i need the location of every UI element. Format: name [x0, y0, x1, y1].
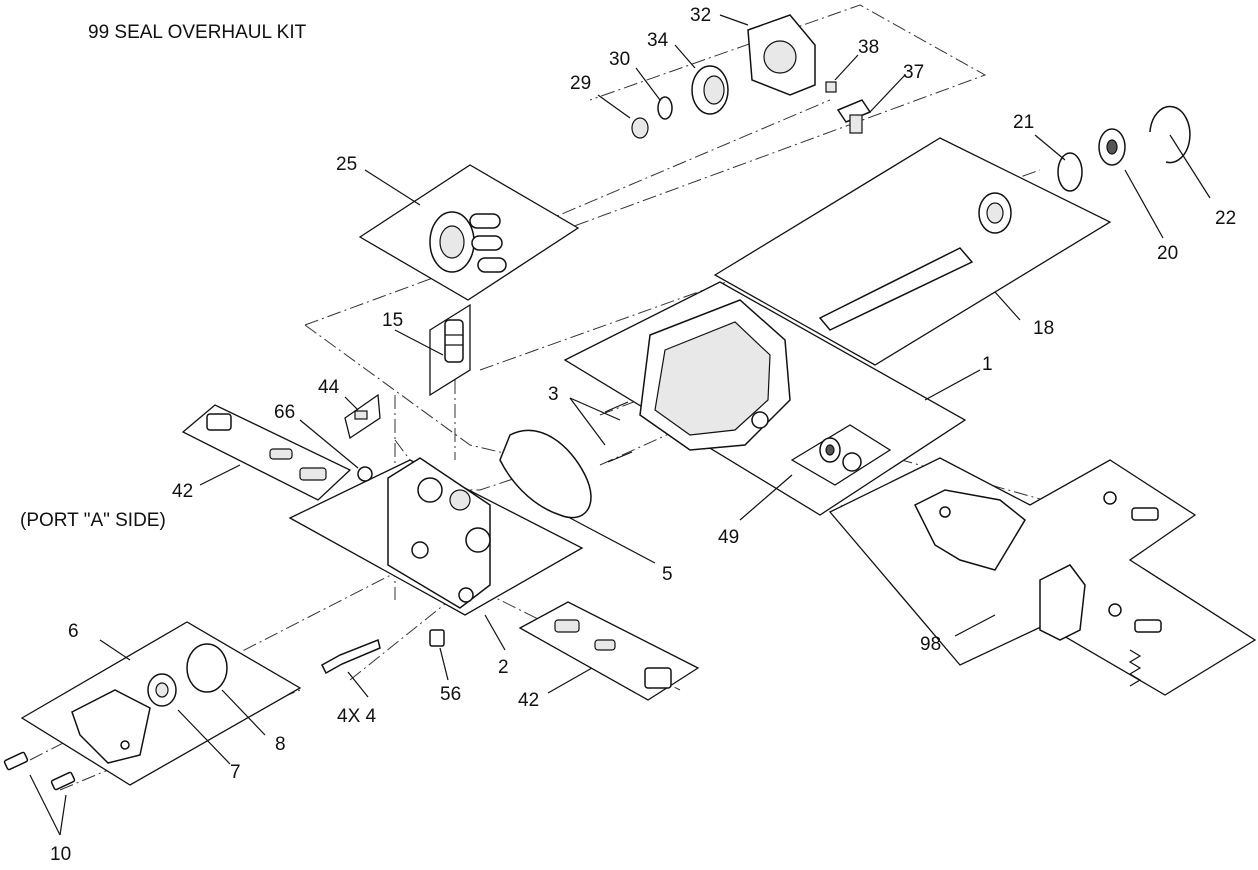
housing-part-2 [387, 457, 491, 609]
callout-32: 32 [690, 5, 711, 26]
callout-2: 2 [498, 657, 509, 678]
callout-30: 30 [609, 49, 630, 70]
kit-label: 99 SEAL OVERHAUL KIT [88, 22, 307, 43]
screws-part-10 [3, 751, 76, 791]
callout-98: 98 [920, 634, 941, 655]
callout-15: 15 [382, 310, 403, 331]
callout-8: 8 [275, 734, 286, 755]
valve-part-15 [444, 319, 464, 363]
callout-42-bottom: 42 [518, 690, 539, 711]
leader-lines [29, 14, 1211, 836]
callout-44: 44 [318, 377, 340, 398]
ring-part-21 [1057, 152, 1083, 192]
gear-part-7 [147, 673, 177, 707]
callout-3: 3 [548, 384, 559, 405]
cylinder-block-part [429, 211, 507, 273]
callout-18: 18 [1033, 318, 1054, 339]
oring-part-8 [186, 643, 228, 693]
callout-38: 38 [858, 37, 879, 58]
callout-34: 34 [647, 30, 669, 51]
seal-part-34 [691, 65, 729, 115]
fitting-42-bottom [554, 619, 672, 689]
shaft-part-18 [818, 192, 1012, 331]
bracket-part-98 [913, 489, 1162, 687]
callout-29: 29 [570, 73, 591, 94]
arm-part-37 [836, 99, 872, 134]
callout-22: 22 [1215, 208, 1236, 229]
panel-98 [828, 457, 1257, 696]
callout-25: 25 [336, 154, 357, 175]
callout-66: 66 [274, 402, 295, 423]
plug-part-56 [429, 629, 445, 647]
part-38 [825, 81, 837, 93]
callout-21: 21 [1013, 112, 1034, 133]
snap-ring-part-22 [1149, 105, 1191, 164]
callout-labels: 99 SEAL OVERHAUL KIT 1 2 3 4X 4 5 6 7 8 … [20, 5, 1236, 865]
parts-49 [819, 437, 862, 472]
callout-6: 6 [68, 621, 79, 642]
callout-56: 56 [440, 684, 461, 705]
part-29 [631, 117, 649, 139]
pump-housing-part-1 [639, 299, 791, 451]
callout-42-top: 42 [172, 481, 193, 502]
parts [3, 14, 1191, 791]
gasket-part-5 [499, 429, 592, 519]
part-66 [357, 466, 373, 482]
callout-4: 4X 4 [337, 706, 377, 727]
panel-49 [790, 424, 892, 486]
callout-37: 37 [903, 62, 924, 83]
callout-7: 7 [230, 762, 241, 783]
bearing-part-20 [1098, 128, 1126, 166]
callout-20: 20 [1157, 243, 1178, 264]
port-a-label: (PORT "A" SIDE) [20, 510, 166, 531]
bolt-part-4 [321, 638, 381, 675]
callout-5: 5 [662, 564, 673, 585]
fitting-42-top [206, 413, 327, 481]
callout-10: 10 [50, 844, 71, 865]
dowel-pins-3 [604, 401, 633, 463]
cover-part-32 [747, 14, 816, 96]
part-44 [354, 410, 368, 420]
ring-part-30 [657, 96, 673, 120]
panel-18 [713, 137, 1112, 366]
cover-plate-part-6 [71, 689, 151, 764]
callout-49: 49 [718, 527, 739, 548]
callout-1: 1 [982, 354, 993, 375]
